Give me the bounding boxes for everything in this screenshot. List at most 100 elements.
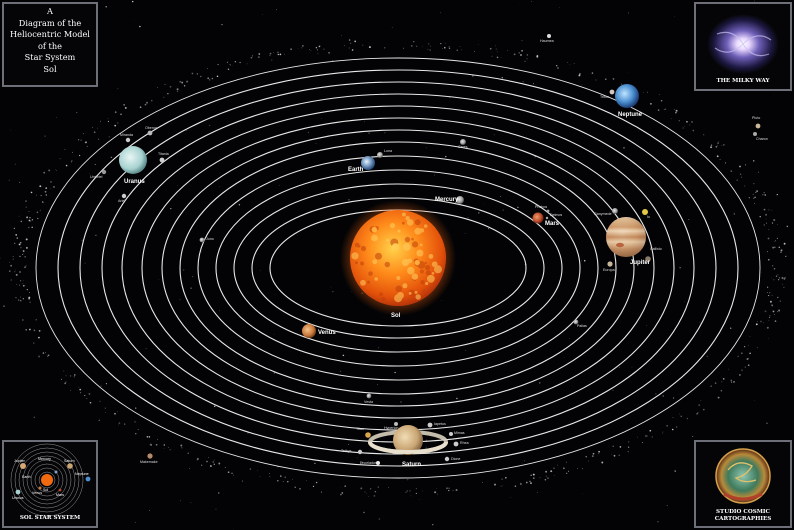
label-pallas: Pallas bbox=[577, 324, 587, 328]
label-io: Io bbox=[647, 215, 650, 219]
jupiter-planet bbox=[606, 217, 646, 257]
sol-system-caption: SOL STAR SYSTEM bbox=[19, 515, 81, 521]
label-sol: Sol bbox=[391, 313, 401, 319]
label-juno: Juno bbox=[206, 237, 214, 241]
label-mercury: Mercury bbox=[435, 197, 459, 203]
orbit-earth bbox=[233, 183, 563, 353]
neptune-planet bbox=[615, 84, 639, 108]
mini-earth bbox=[54, 470, 58, 474]
mini-saturn bbox=[67, 463, 73, 469]
label-callisto: Callisto bbox=[650, 247, 662, 251]
mini-venus bbox=[38, 486, 42, 490]
hyperion-moon bbox=[394, 422, 398, 426]
orbit-pallas bbox=[179, 141, 617, 395]
title-line: Diagram of the bbox=[18, 17, 82, 28]
triton-moon bbox=[609, 89, 615, 95]
mini-label-jupiter: Jupiter bbox=[14, 459, 25, 463]
mars-planet bbox=[532, 212, 544, 224]
rhea-moon bbox=[453, 441, 459, 447]
label-earth: Earth bbox=[348, 167, 364, 173]
mini-sun bbox=[41, 474, 53, 486]
orbit-mars bbox=[215, 169, 581, 367]
label-titania: Titania bbox=[158, 152, 169, 156]
label-miranda: Miranda bbox=[120, 133, 133, 137]
iapetus-moon bbox=[427, 422, 433, 428]
mini-jupiter bbox=[20, 463, 26, 469]
label-titan: Titan bbox=[356, 427, 364, 431]
label-hyperion: Hyperion bbox=[384, 426, 399, 430]
label-dione: Dione bbox=[451, 457, 461, 461]
mini-label-saturn: Saturn bbox=[64, 459, 75, 463]
saturn-planet bbox=[368, 425, 448, 455]
mercury-planet bbox=[456, 196, 464, 204]
miranda-moon bbox=[125, 137, 131, 143]
enceladus-moon bbox=[376, 461, 380, 465]
label-luna: Luna bbox=[384, 149, 392, 153]
uranus-planet bbox=[119, 146, 147, 174]
ceres-dwarf bbox=[460, 139, 466, 145]
title-line: Star System bbox=[24, 52, 76, 63]
label-makemake: Makemake bbox=[140, 460, 158, 464]
charon-moon bbox=[753, 132, 757, 136]
venus-planet bbox=[302, 324, 316, 338]
label-rhea: Rhea bbox=[460, 441, 469, 445]
mini-map-frame bbox=[2, 440, 98, 528]
label-tethys: Tethys bbox=[341, 449, 352, 453]
makemake-dwarf bbox=[147, 453, 153, 459]
dione-moon bbox=[444, 456, 450, 462]
label-enceladus: Enceladus bbox=[360, 461, 377, 465]
kuiper-belt bbox=[8, 40, 787, 497]
studio-caption-line2: CARTOGRAPHIES bbox=[714, 516, 772, 522]
juno-asteroid bbox=[199, 237, 205, 243]
label-uranus: Uranus bbox=[124, 179, 145, 185]
luna-moon bbox=[377, 152, 383, 158]
label-ganymede: Ganymede bbox=[594, 212, 612, 216]
haumea-dwarf bbox=[547, 34, 551, 38]
label-triton: Triton bbox=[600, 95, 610, 99]
title-line: A bbox=[47, 6, 53, 16]
orbit-juno bbox=[161, 129, 635, 407]
orbit-jupiter bbox=[141, 117, 655, 419]
label-mars: Mars bbox=[545, 221, 560, 227]
label-ceres: Ceres bbox=[458, 145, 468, 149]
studio-frame bbox=[694, 440, 792, 528]
mini-label-mercury: Mercury bbox=[38, 457, 51, 461]
mini-label-neptune: Neptune bbox=[75, 472, 89, 476]
pluto-dwarf bbox=[755, 123, 761, 129]
label-jupiter: Jupiter bbox=[630, 260, 651, 266]
milky-way-caption: THE MILKY WAY bbox=[716, 78, 770, 84]
milky-way-frame bbox=[694, 2, 792, 91]
mini-mars bbox=[58, 488, 62, 492]
mini-neptune bbox=[85, 476, 91, 482]
mini-label-uranus: Uranus bbox=[12, 496, 24, 500]
label-europa: Europa bbox=[603, 268, 615, 272]
umbriel-moon bbox=[101, 169, 107, 175]
label-phobos: Phobos bbox=[535, 205, 548, 209]
earth-planet bbox=[361, 156, 375, 170]
label-iapetus: Iapetus bbox=[434, 422, 446, 426]
label-umbriel: Umbriel bbox=[90, 175, 103, 179]
titan-moon bbox=[365, 432, 371, 438]
europa-moon bbox=[607, 261, 613, 267]
label-pluto: Pluto bbox=[752, 116, 761, 120]
title-line: Sol bbox=[43, 63, 57, 74]
label-vesta: Vesta bbox=[364, 400, 373, 404]
label-venus: Venus bbox=[318, 330, 336, 336]
orbit-rings bbox=[35, 57, 761, 479]
tethys-moon bbox=[357, 449, 363, 455]
orbit-pluto bbox=[35, 57, 761, 479]
label-saturn: Saturn bbox=[402, 462, 422, 468]
titania-moon bbox=[159, 157, 165, 163]
orbit-neptune bbox=[57, 69, 739, 467]
label-oberon: Oberon bbox=[145, 126, 157, 130]
deimos-moon bbox=[545, 216, 549, 220]
label-ariel: Ariel bbox=[118, 199, 126, 203]
orbit-ceres bbox=[197, 155, 599, 381]
label-charon: Charon bbox=[756, 137, 768, 141]
vesta-asteroid bbox=[366, 393, 372, 399]
mini-uranus bbox=[15, 489, 21, 495]
callisto-moon bbox=[645, 256, 651, 262]
ariel-moon bbox=[121, 193, 127, 199]
